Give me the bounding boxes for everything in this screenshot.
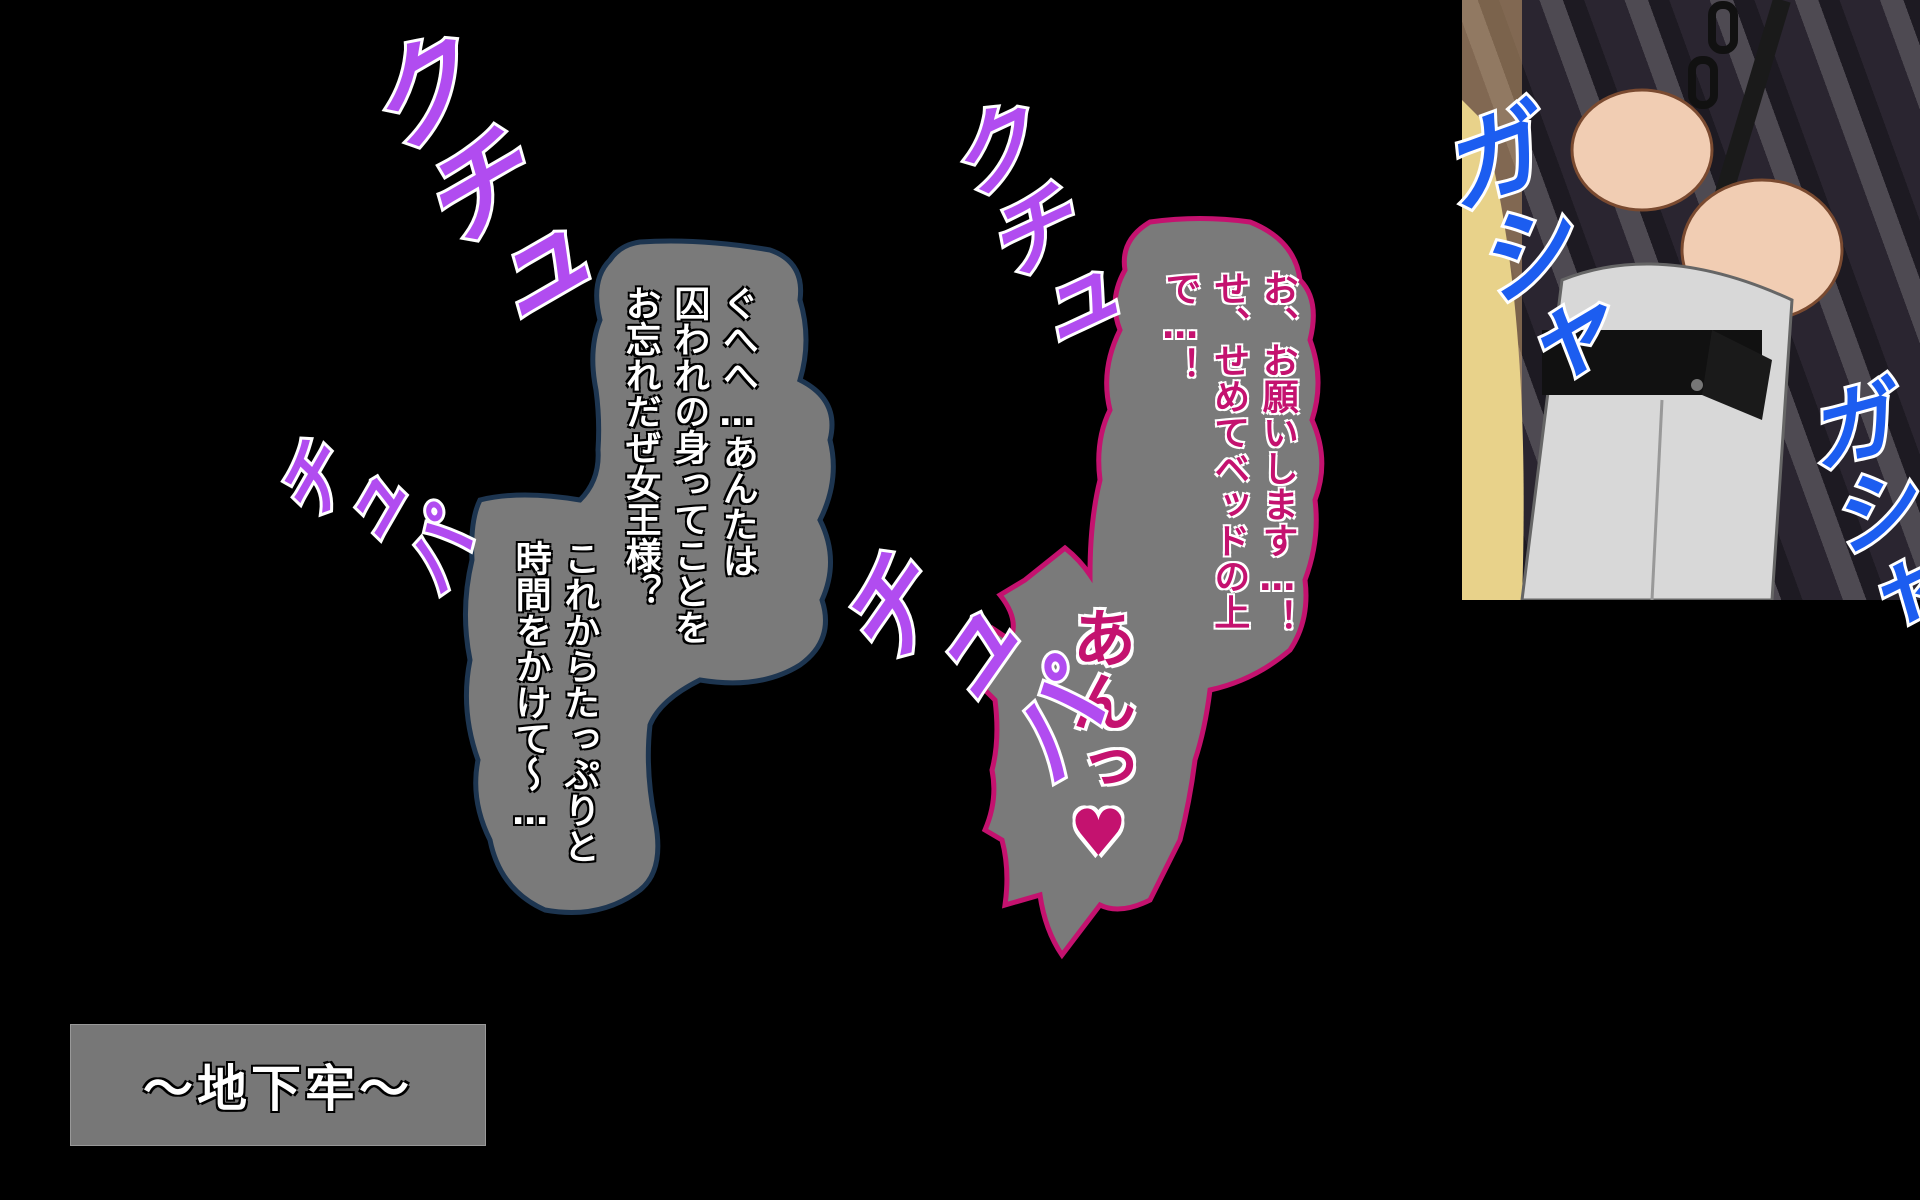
heroine-bubble (981, 216, 1325, 960)
location-caption: ～地下牢～ (70, 1024, 486, 1146)
villain-bubble (462, 238, 836, 915)
villain-line-4: これからたっぷりと (558, 540, 600, 864)
villain-line-1: ぐへへ…あんたは (716, 285, 758, 578)
heroine-speech-text: お、お願いします…！ せ、せめてベッドの上で…！ (1155, 270, 1301, 720)
villain-speech-text-2: これからたっぷりと 時間をかけて～… (505, 540, 602, 870)
villain-speech-text: ぐへへ…あんたは 囚われの身ってことを お忘れだぜ女王様？ (615, 285, 761, 665)
villain-line-3: お忘れだぜ女王様？ (619, 285, 661, 609)
villain-line-2: 囚われの身ってことを (668, 285, 710, 645)
chained-hands-illustration (1462, 0, 1844, 600)
heroine-line-2: せ、せめてベッドの上で…！ (1159, 270, 1250, 630)
villain-line-5: 時間をかけて～… (509, 540, 551, 833)
inset-panel-chained-hands (1462, 0, 1920, 600)
heroine-moan-text: あんっ♥ (1061, 605, 1136, 871)
heroine-line-1: お、お願いします…！ (1256, 270, 1298, 635)
